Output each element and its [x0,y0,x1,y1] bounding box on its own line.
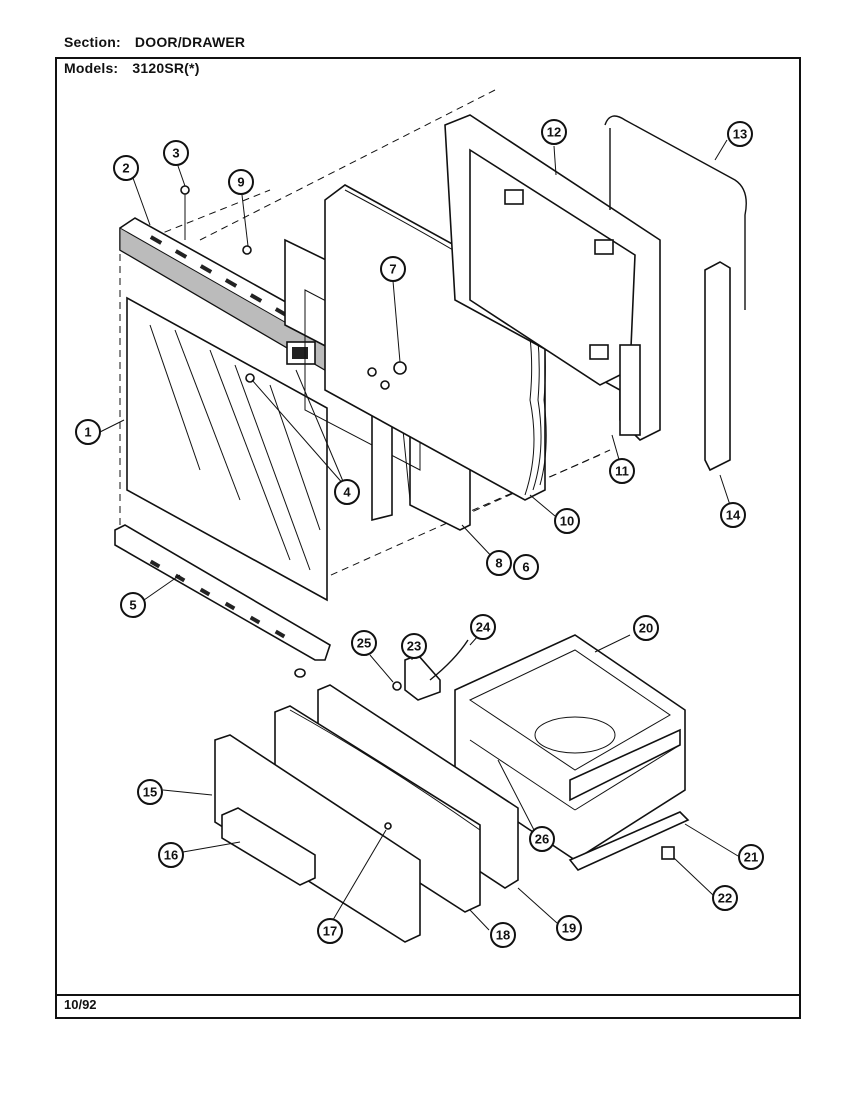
callout-19-label: 19 [562,921,576,936]
callout-16: 16 [158,842,184,868]
models-value: 3120SR(*) [132,60,200,76]
callout-8: 8 [486,550,512,576]
callout-15-label: 15 [143,785,157,800]
callout-23-label: 23 [407,639,421,654]
callout-20-label: 20 [639,621,653,636]
screws [180,185,407,390]
callout-1: 1 [75,419,101,445]
side-trim-strip [704,261,731,472]
door-bottom-trim [114,524,331,678]
door-glass-panel [126,296,328,602]
callout-18-label: 18 [496,928,510,943]
callout-7-label: 7 [389,262,396,277]
callout-22-label: 22 [718,891,732,906]
models-label: Models: [64,60,119,76]
callout-12: 12 [541,119,567,145]
callout-9-label: 9 [237,175,244,190]
leader-lines [99,139,739,931]
callout-16-label: 16 [164,848,178,863]
callout-18: 18 [490,922,516,948]
callout-26: 26 [529,826,555,852]
callout-10-label: 10 [560,514,574,529]
diagram-frame [55,57,801,1019]
callout-8-label: 8 [495,556,502,571]
callout-13-label: 13 [733,127,747,142]
callout-4: 4 [334,479,360,505]
callout-5: 5 [120,592,146,618]
callout-11-label: 11 [615,464,629,479]
callout-7: 7 [380,256,406,282]
callout-14-label: 14 [726,508,741,523]
section-value: DOOR/DRAWER [134,34,246,50]
callout-23: 23 [401,633,427,659]
callout-17: 17 [317,918,343,944]
callout-17-label: 17 [323,924,337,939]
door-gasket [604,115,747,310]
callout-5-label: 5 [129,598,136,613]
callout-9: 9 [228,169,254,195]
door-frame [444,114,661,441]
callout-15: 15 [137,779,163,805]
callout-11: 11 [609,458,635,484]
drawer-slide-rail [568,811,690,871]
callout-4-label: 4 [343,485,351,500]
callout-6-label: 6 [522,560,529,575]
callout-21: 21 [738,844,764,870]
callout-3: 3 [163,140,189,166]
callout-14: 14 [720,502,746,528]
callout-24: 24 [470,614,496,640]
callout-24-label: 24 [476,620,491,635]
callout-26-label: 26 [535,832,549,847]
section-title: Section: DOOR/DRAWER [64,34,245,50]
callout-6: 6 [513,554,539,580]
callout-19: 19 [556,915,582,941]
callout-12-label: 12 [547,125,561,140]
callout-10: 10 [554,508,580,534]
callout-25: 25 [351,630,377,656]
revision-date: 10/92 [64,997,97,1012]
callout-25-label: 25 [357,636,371,651]
callout-3-label: 3 [172,146,179,161]
callout-21-label: 21 [744,850,758,865]
footer-divider [55,994,801,996]
callout-1-label: 1 [84,425,91,440]
callout-20: 20 [633,615,659,641]
callout-2: 2 [113,155,139,181]
callout-2-label: 2 [122,161,129,176]
drawer-front-parts [214,684,519,943]
models-title: Models: 3120SR(*) [64,60,200,76]
section-label: Section: [64,34,121,50]
callout-22: 22 [712,885,738,911]
callout-13: 13 [727,121,753,147]
